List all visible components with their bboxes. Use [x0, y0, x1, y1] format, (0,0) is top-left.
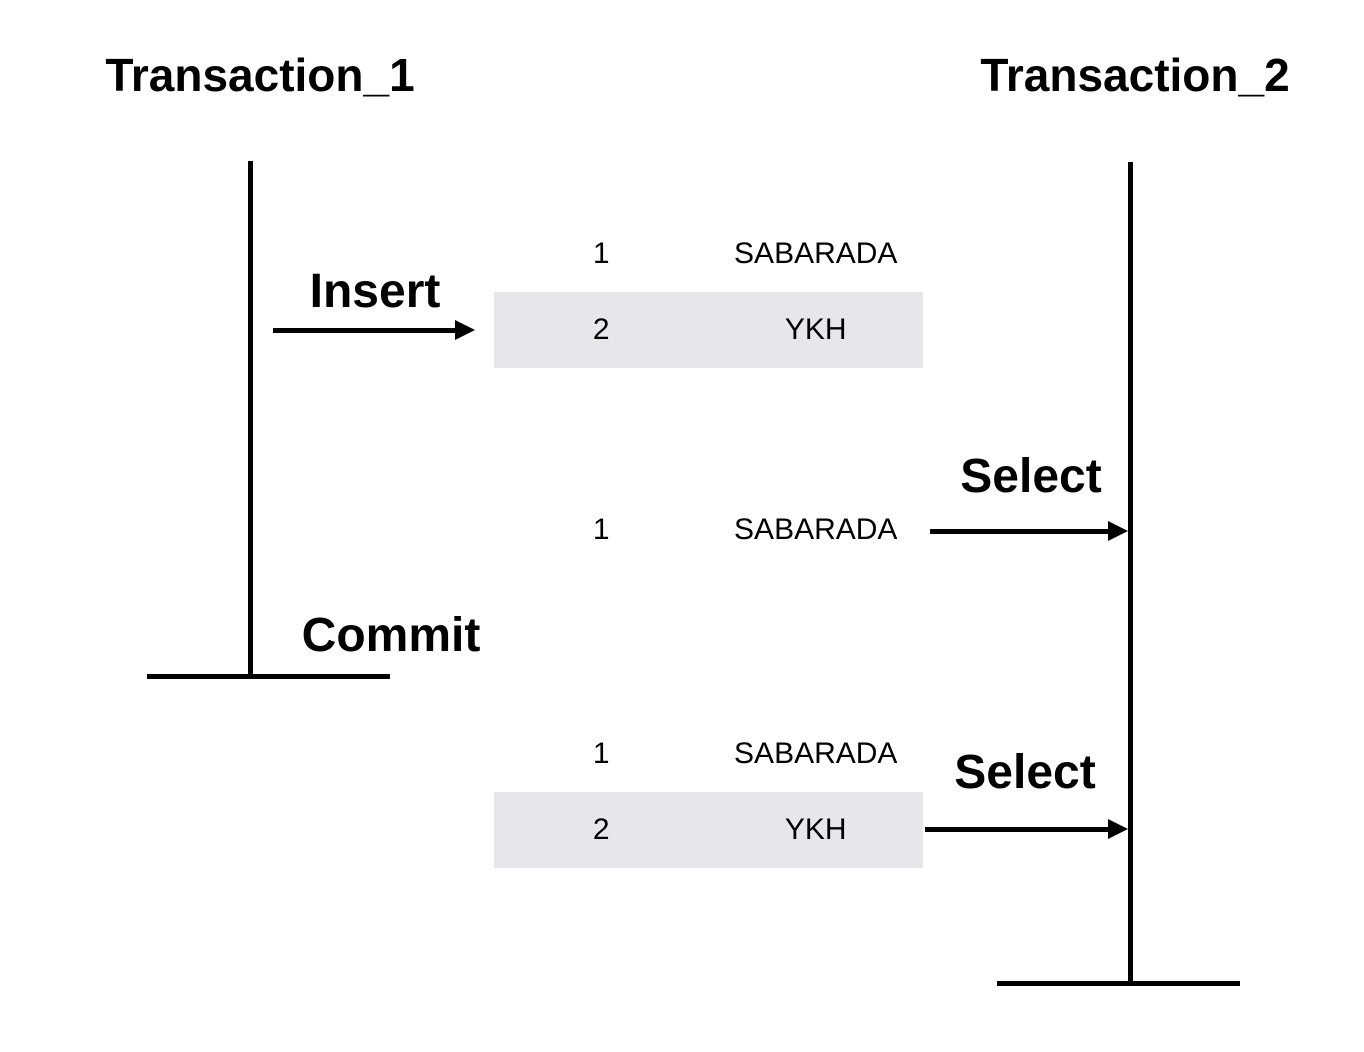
- row-value-cell: SABARADA: [734, 737, 898, 770]
- snapshot-select-after-commit: 1 SABARADA 2 YKH: [494, 716, 923, 868]
- insert-label: Insert: [309, 265, 441, 318]
- transaction-1-end-bar: [147, 674, 390, 679]
- transaction-1-title: Transaction_1: [105, 49, 415, 101]
- arrow-shaft: [930, 529, 1112, 534]
- insert-arrow: [273, 320, 475, 340]
- row-id-cell: 2: [592, 813, 610, 846]
- table-row-highlighted: 2 YKH: [494, 292, 923, 368]
- row-id-cell: 2: [592, 313, 610, 346]
- arrowhead-right-icon: [1108, 521, 1128, 541]
- row-value-cell: YKH: [784, 813, 847, 846]
- row-id-cell: 1: [592, 737, 610, 770]
- table-row: 1 SABARADA: [494, 716, 923, 792]
- transaction-2-end-bar: [997, 981, 1240, 986]
- select-before-commit-label: Select: [960, 450, 1102, 503]
- table-row: 1 SABARADA: [494, 216, 923, 292]
- arrowhead-right-icon: [455, 320, 475, 340]
- select-after-commit-arrow: [925, 819, 1128, 839]
- row-id-cell: 1: [592, 513, 610, 546]
- arrow-shaft: [925, 827, 1112, 832]
- snapshot-after-insert: 1 SABARADA 2 YKH: [494, 216, 923, 368]
- row-id-cell: 1: [592, 237, 610, 270]
- row-value-cell: SABARADA: [734, 237, 898, 270]
- table-row-highlighted: 2 YKH: [494, 792, 923, 868]
- table-row: 1 SABARADA: [494, 492, 923, 568]
- snapshot-select-before-commit: 1 SABARADA: [494, 492, 923, 568]
- row-value-cell: SABARADA: [734, 513, 898, 546]
- select-after-commit-label: Select: [954, 746, 1096, 799]
- arrowhead-right-icon: [1108, 819, 1128, 839]
- select-before-commit-arrow: [930, 521, 1128, 541]
- transaction-2-lifeline: [1128, 162, 1133, 985]
- commit-label: Commit: [301, 609, 481, 662]
- transaction-2-title: Transaction_2: [980, 49, 1290, 101]
- transaction-1-lifeline: [248, 161, 253, 678]
- row-value-cell: YKH: [784, 313, 847, 346]
- arrow-shaft: [273, 328, 459, 333]
